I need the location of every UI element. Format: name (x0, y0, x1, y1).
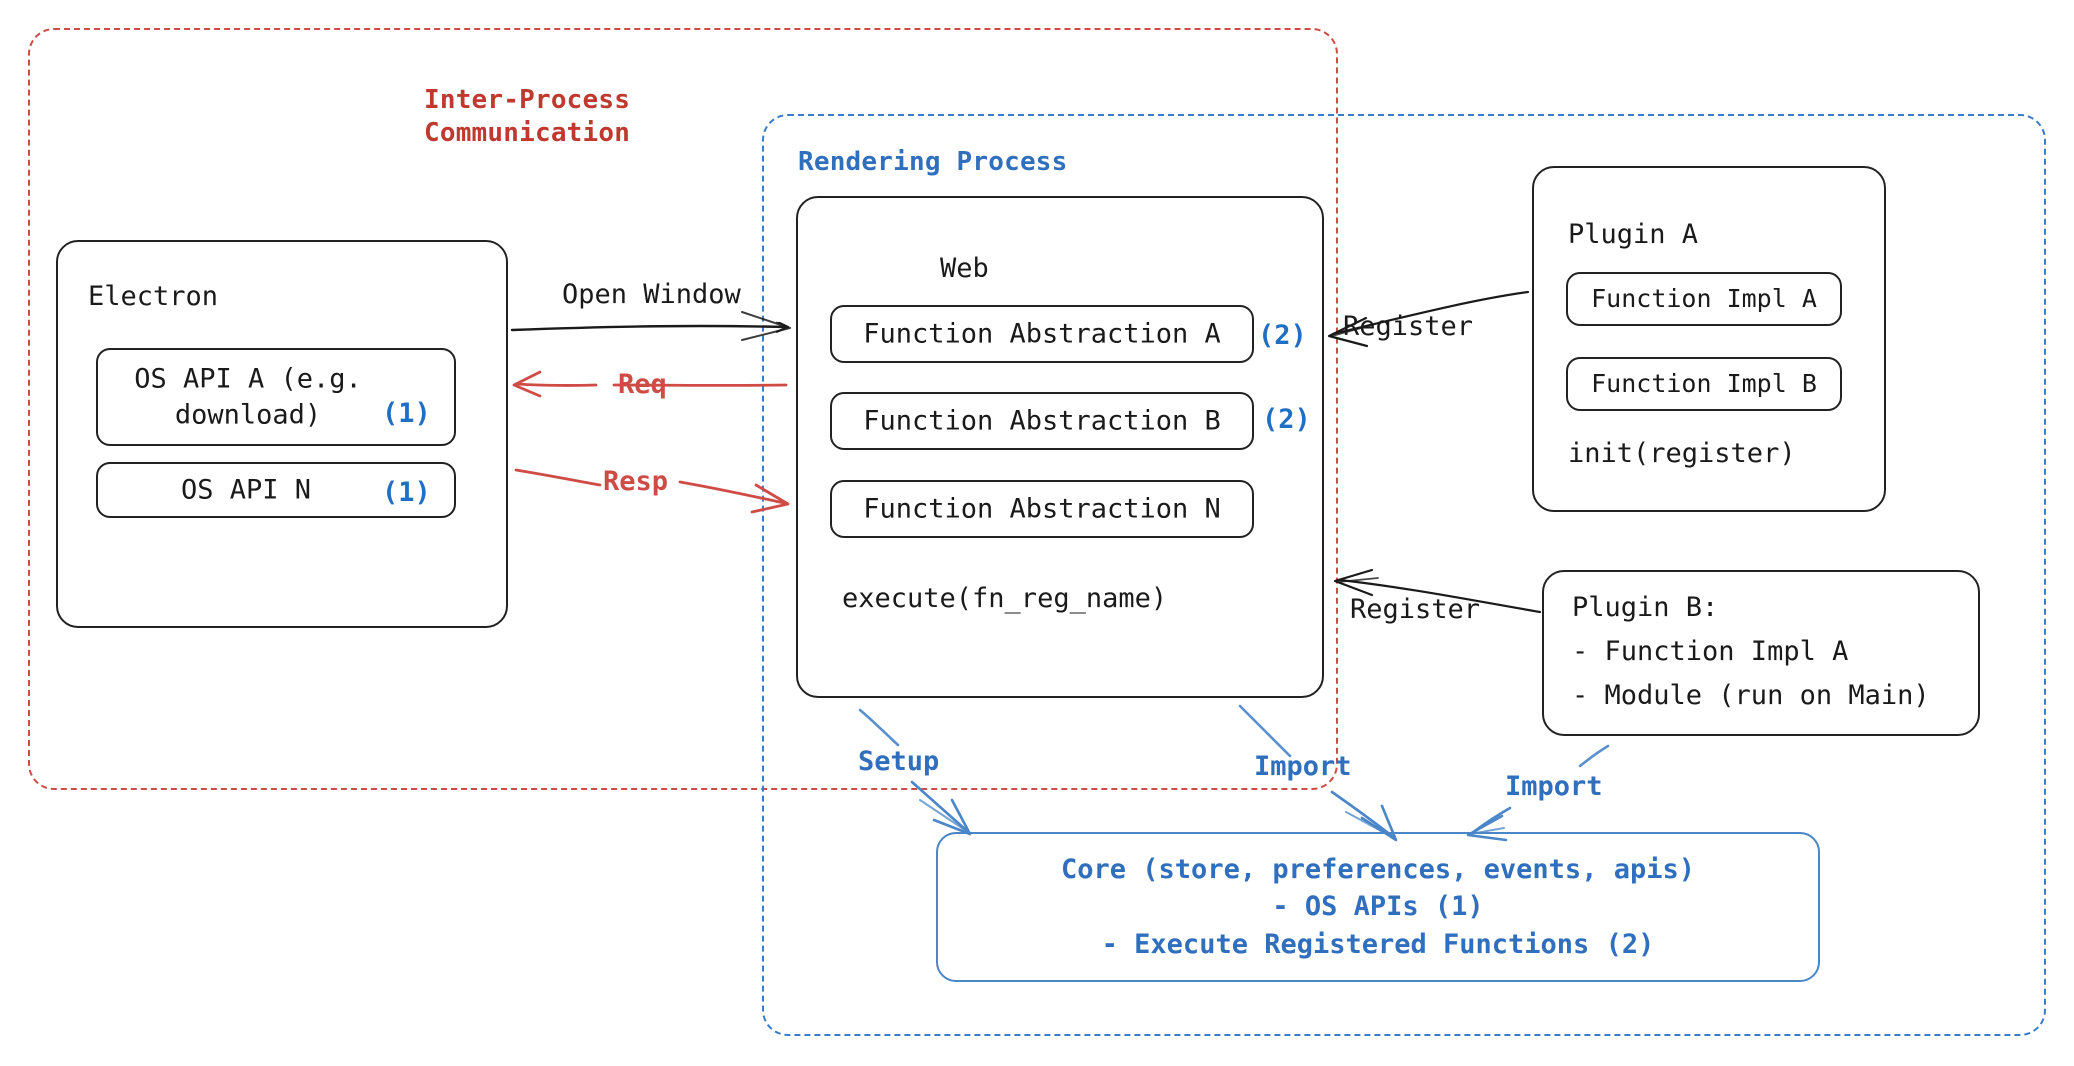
function-abstraction-a-box[interactable]: Function Abstraction A (830, 305, 1254, 363)
edge-label-setup: Setup (858, 746, 940, 777)
function-impl-a-label: Function Impl A (1591, 283, 1817, 313)
plugin-b-title: Plugin B: (1572, 592, 1719, 623)
function-abstraction-b-box[interactable]: Function Abstraction B (830, 392, 1254, 450)
function-abstraction-a-badge: (2) (1258, 320, 1307, 351)
os-api-a-label: OS API A (e.g. download) (134, 363, 362, 430)
group-label-rendering-process: Rendering Process (798, 147, 1068, 177)
plugin-a-init-label: init(register) (1568, 438, 1796, 469)
os-api-a-box[interactable]: OS API A (e.g. download) (96, 348, 456, 446)
web-execute-label: execute(fn_reg_name) (842, 583, 1168, 614)
function-abstraction-n-label: Function Abstraction N (863, 493, 1221, 525)
function-abstraction-b-label: Function Abstraction B (863, 405, 1221, 437)
plugin-a-box[interactable] (1532, 166, 1886, 512)
edge-label-open-window: Open Window (562, 279, 741, 310)
plugin-a-title: Plugin A (1568, 219, 1699, 250)
edge-label-register-plugin-a: Register (1343, 311, 1474, 342)
function-impl-b-box[interactable]: Function Impl B (1566, 357, 1842, 411)
group-label-inter-process-communication: Inter-Process Communication (424, 85, 631, 149)
function-impl-b-label: Function Impl B (1591, 368, 1817, 398)
edge-label-import-plugin-b: Import (1505, 771, 1603, 802)
os-api-n-box[interactable]: OS API N (96, 462, 456, 518)
os-api-a-badge: (1) (382, 398, 431, 429)
plugin-b-item-function-impl-a: - Function Impl A (1572, 636, 1849, 667)
function-abstraction-n-box[interactable]: Function Abstraction N (830, 480, 1254, 538)
group-rendering-process (762, 114, 2046, 1036)
edge-label-import-web: Import (1254, 751, 1352, 782)
os-api-n-label: OS API N (180, 474, 312, 506)
os-api-n-badge: (1) (382, 477, 431, 508)
web-title: Web (940, 253, 989, 284)
function-abstraction-b-badge: (2) (1262, 404, 1311, 435)
edge-label-register-plugin-b: Register (1350, 594, 1481, 625)
function-abstraction-a-label: Function Abstraction A (863, 318, 1221, 350)
edge-label-req: Req (618, 369, 667, 400)
edge-label-resp: Resp (603, 466, 669, 497)
plugin-b-item-module: - Module (run on Main) (1572, 680, 1930, 711)
group-inter-process-communication (28, 28, 1338, 790)
electron-title: Electron (88, 281, 219, 312)
plugin-b-box[interactable] (1542, 570, 1980, 736)
core-label: Core (store, preferences, events, apis) … (1061, 854, 1695, 960)
function-impl-a-box[interactable]: Function Impl A (1566, 272, 1842, 326)
core-box[interactable]: Core (store, preferences, events, apis) … (936, 832, 1820, 982)
